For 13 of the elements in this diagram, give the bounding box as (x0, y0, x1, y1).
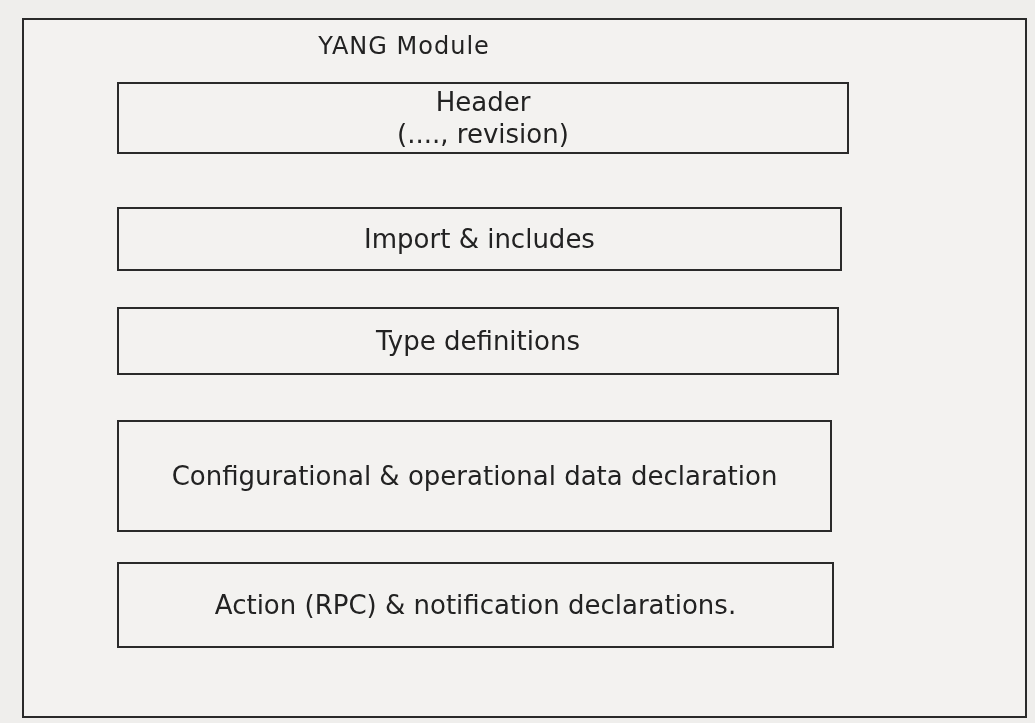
module-title: YANG Module (317, 32, 491, 60)
section-box (117, 82, 849, 154)
section-box (117, 562, 834, 648)
section-label: Import & includes (364, 222, 595, 256)
section-label: (...., revision) (397, 118, 569, 151)
section-box (117, 420, 832, 532)
module-frame (22, 18, 1027, 718)
section-box (117, 207, 842, 271)
section-label: Action (RPC) & notification declarations. (214, 588, 737, 622)
section-label: Configurational & operational data declaration (171, 459, 778, 493)
section-box (117, 307, 839, 375)
section-label: Type definitions (376, 324, 580, 358)
section-label: Header (435, 85, 531, 118)
